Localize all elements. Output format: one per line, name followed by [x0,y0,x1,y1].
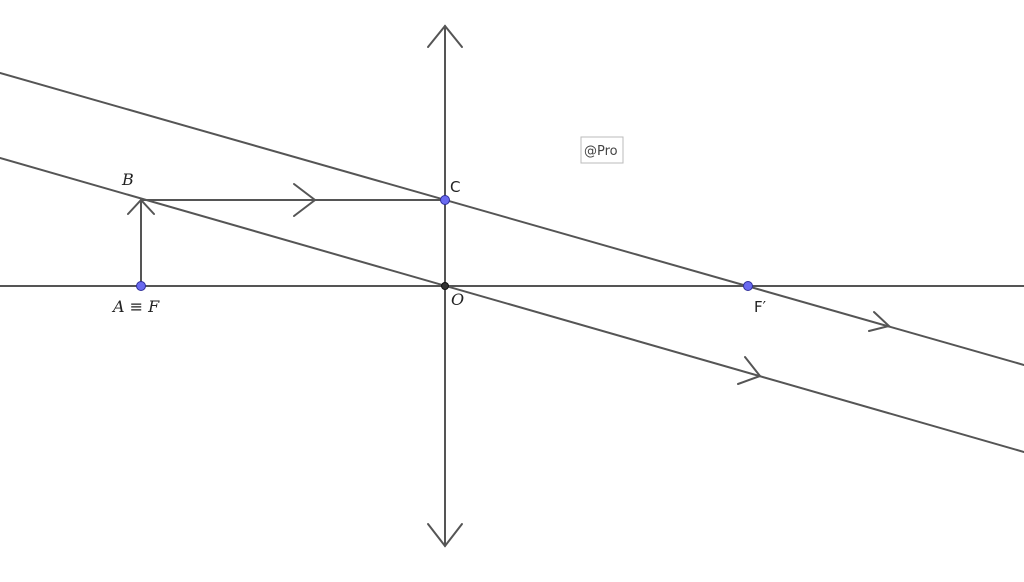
point-fprime [743,281,753,291]
ray-through-c-fprime [0,72,1024,366]
watermark-box [580,136,624,164]
ray-c-fprime-arrowhead [868,311,892,332]
label-fprime: F′ [754,298,767,316]
ray-parallel-arrowhead [293,183,317,217]
label-a-f: A ≡ F [111,297,160,316]
watermark-text: @Pro [584,144,618,159]
point-o [441,282,449,290]
point-c [440,195,450,205]
ray-b-o-arrowhead [737,356,762,385]
lens-bottom-arrowhead [427,523,463,548]
label-b: B [121,170,134,189]
lens-top-arrowhead [427,24,463,48]
ray-through-b-o [0,157,1024,453]
label-c: C [450,178,460,196]
label-o: O [451,290,464,309]
point-a [136,281,146,291]
